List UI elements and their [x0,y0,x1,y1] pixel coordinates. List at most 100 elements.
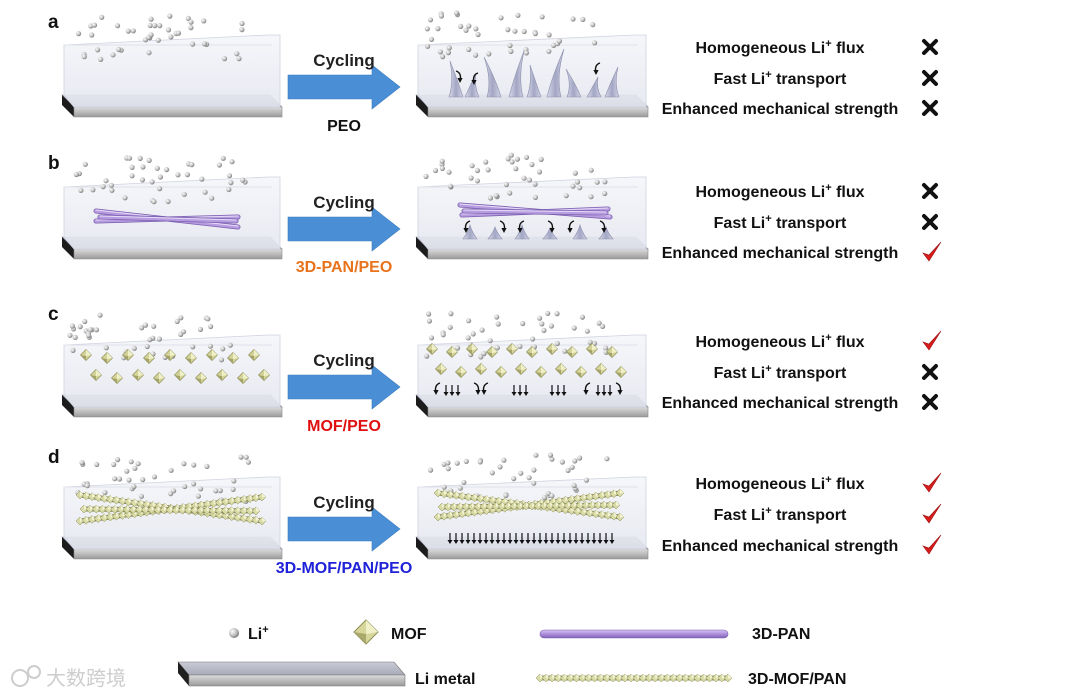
li-ion [190,41,196,47]
mof-crystal [446,346,458,358]
mof-crystal [195,372,207,384]
mof-bead [578,673,587,683]
li-ion [570,16,576,22]
li-ion [140,477,146,483]
electrolyte-box [63,334,281,408]
li-dendrite [586,76,602,98]
li-ion [569,464,575,470]
arrow-shape [287,64,401,110]
li-ion [167,13,173,19]
panel-label: b [48,153,60,174]
mof-bead [491,502,501,511]
li-ion [428,36,435,43]
li-dendrite [526,64,542,98]
li-ion [577,455,583,461]
mof-crystal [153,372,165,384]
mof-crystal-icon [353,619,379,645]
li-ion [202,189,208,195]
li-ion [86,332,92,338]
li-ion [220,155,226,161]
li-ion [111,461,117,468]
li-metal-side [427,406,649,418]
li-ion [135,461,141,467]
li-ion [521,28,527,35]
li-flux-arrowhead [517,392,523,396]
mof-bead [104,504,113,514]
mof-bead [233,495,243,505]
check-icon [922,534,942,555]
li-ion [424,353,430,359]
li-ion [67,332,73,338]
li-flux-arrowhead [457,78,463,83]
li-ion [201,18,207,24]
li-flux-arrowhead [501,540,507,544]
li-ion [441,484,447,490]
li-ion [130,28,136,34]
mof-bead [590,673,599,683]
li-ion [226,173,233,179]
li-ion [175,30,182,36]
li-ion [164,167,170,173]
mof-crystal [606,346,618,358]
li-flux-arrowhead [481,390,487,395]
mof-crystal [143,352,155,364]
mof-bead [615,488,625,498]
mof-crystal [90,369,102,381]
li-ion [604,456,610,462]
pan-fiber [98,215,238,223]
mof-crystal [227,352,239,364]
li-ion [530,336,536,342]
li-ion [529,161,535,168]
li-flux-arrowhead [607,392,613,396]
li-ion [503,181,509,188]
li-ion [596,320,602,326]
li-ion [583,477,590,483]
mof-crystal [185,352,197,364]
li-ion [207,343,213,349]
li-ion [562,348,568,354]
li-ion [600,323,606,329]
li-ion [78,187,84,193]
li-ion [461,479,467,485]
li-ion [549,493,555,499]
li-flux-arrowhead [495,540,501,544]
li-ion [541,327,547,333]
li-ion [505,156,511,162]
li-ion [188,25,194,31]
li-ion [423,173,429,179]
legend-li-ion-icon [229,628,239,638]
li-ion [79,460,85,466]
mof-crystal [475,363,487,375]
material-label: 3D-MOF/PAN/PEO [276,560,413,577]
li-ion [76,30,82,37]
li-ion [81,54,87,60]
li-ion [466,46,472,53]
mof-bead [257,516,267,526]
li-ion [137,155,143,161]
li-ion [515,12,521,18]
mof-crystal [426,343,438,355]
mof-crystal [495,366,507,378]
li-ion [112,476,118,482]
legend-mof-label: MOF [391,626,427,643]
mof-bead [122,505,132,514]
li-flux-arrowhead [507,540,513,544]
li-ion [580,16,586,22]
li-ion [477,459,483,465]
pan-fiber-icon [539,629,729,639]
li-ion [149,179,155,185]
li-ion [438,13,444,19]
li-ion [458,23,464,29]
cross-icon-stroke [922,100,938,116]
cross-icon-stroke [922,39,938,55]
mof-bead [153,505,163,515]
li-ion [498,15,504,21]
li-ion [532,181,538,187]
li-ion [446,45,452,51]
li-flux-arrowhead [585,540,591,544]
mof-bead [227,496,237,506]
li-ion [531,480,537,486]
mof-crystal [506,343,518,355]
li-ion [454,10,460,16]
